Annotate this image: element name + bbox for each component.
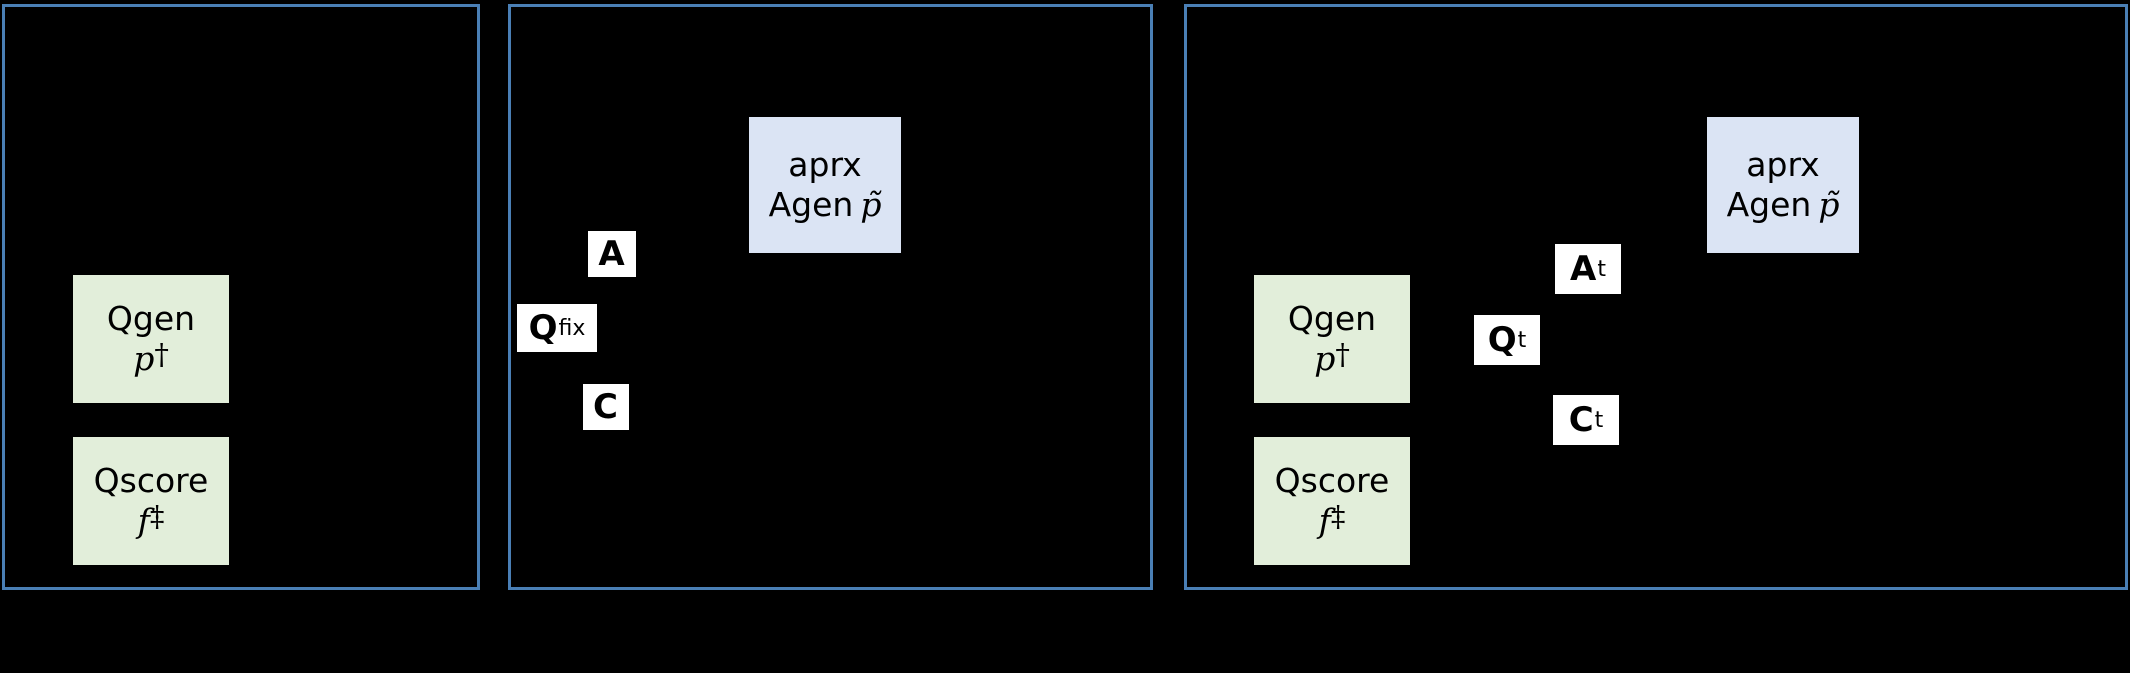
panel-b-aprx-line1: aprx [788, 144, 862, 184]
panel-c-qgen-symbol-mark: † [1335, 337, 1350, 371]
panel-c-label-q-t-sub: t [1517, 327, 1527, 353]
panel-a-qgen-symbol-base: p [133, 339, 155, 378]
panel-a-module-qgen: Qgen p† [73, 275, 229, 403]
panel-c-aprx-line2-symbol: p̃ [1818, 184, 1840, 224]
panel-c-label-q-t-main: Q [1487, 320, 1517, 360]
panel-b-label-a-main: A [598, 234, 625, 274]
panel-a: Qgen p† Qscore f‡ [2, 4, 480, 590]
panel-b-label-c-main: C [593, 387, 618, 427]
panel-c-qscore-label: Qscore [1274, 461, 1390, 501]
panel-a-qscore-symbol: f‡ [137, 499, 165, 540]
panel-c-label-a-t-main: A [1570, 249, 1597, 289]
panel-c-qgen-symbol-base: p [1314, 339, 1336, 378]
panel-c-label-c-t-sub: t [1594, 407, 1604, 433]
panel-a-qgen-symbol: p† [133, 337, 169, 378]
panel-b-aprx-line2-symbol: p̃ [860, 184, 882, 224]
panel-a-qscore-symbol-base: f [137, 501, 150, 540]
panel-c-qscore-symbol-base: f [1318, 501, 1331, 540]
panel-c-qscore-symbol-mark: ‡ [1330, 499, 1346, 533]
panel-c-module-qgen: Qgen p† [1254, 275, 1410, 403]
panel-b-label-q-fix-sub: fix [558, 315, 586, 341]
panel-a-module-qscore: Qscore f‡ [73, 437, 229, 565]
panel-c-qgen-label: Qgen [1287, 299, 1377, 339]
panel-a-qscore-label: Qscore [93, 461, 209, 501]
panel-c-qgen-symbol: p† [1314, 337, 1350, 378]
panel-a-qgen-symbol-mark: † [154, 337, 169, 371]
panel-c-qscore-symbol: f‡ [1318, 499, 1346, 540]
panel-c-label-a-t-sub: t [1597, 256, 1606, 282]
panel-b-label-a: A [588, 231, 636, 277]
panel-b-aprx-line2-prefix: Agen [768, 184, 854, 224]
panel-b-label-c: C [583, 384, 629, 430]
panel-c-module-qscore: Qscore f‡ [1254, 437, 1410, 565]
panel-a-qgen-label: Qgen [106, 299, 196, 339]
panel-b-label-q-fix-main: Q [528, 308, 558, 348]
panel-a-qscore-symbol-mark: ‡ [149, 499, 165, 533]
panel-c-aprx-line1: aprx [1746, 144, 1820, 184]
panel-c-aprx-line2-prefix: Agen [1726, 184, 1812, 224]
panel-c-label-c-t-main: C [1568, 400, 1594, 440]
